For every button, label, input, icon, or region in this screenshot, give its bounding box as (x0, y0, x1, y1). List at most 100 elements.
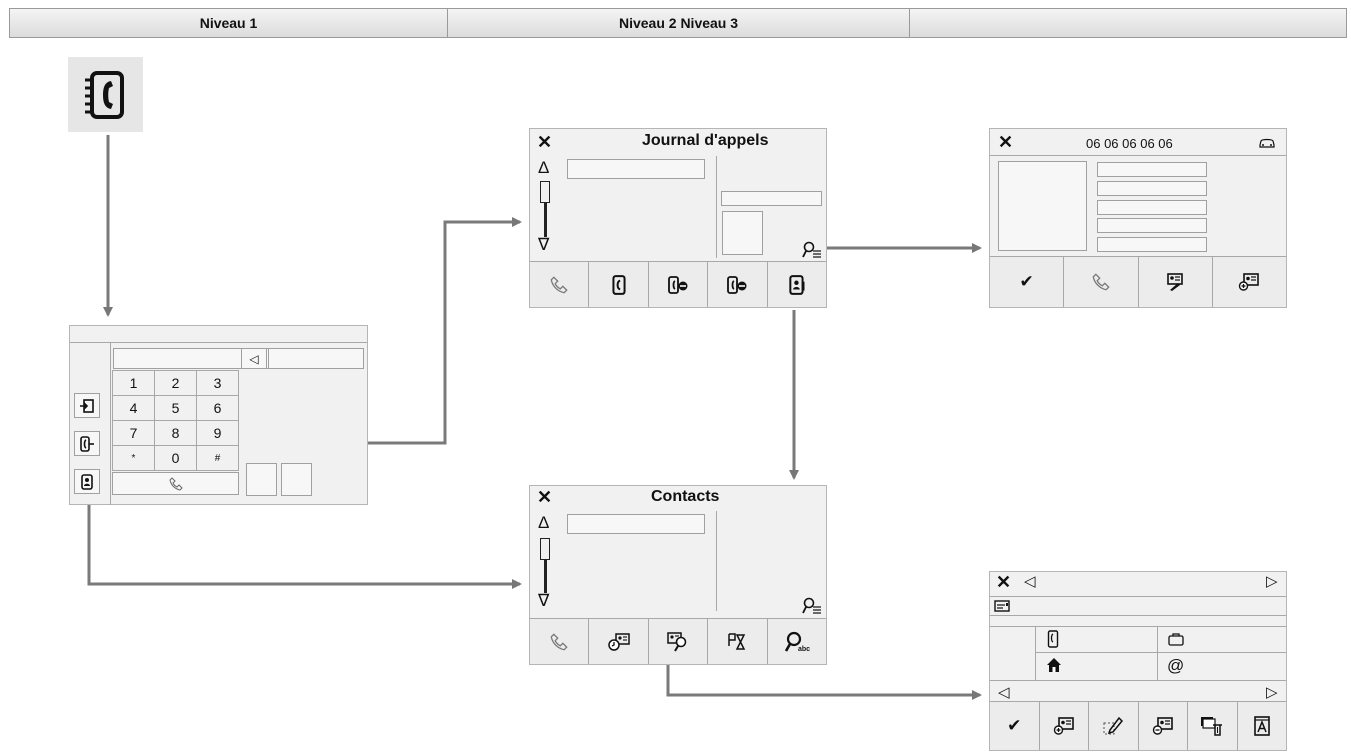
letter-a-button[interactable] (1238, 702, 1287, 750)
add-contact-button[interactable] (1040, 702, 1089, 750)
edit-button[interactable] (1089, 702, 1139, 750)
key-7[interactable]: 7 (112, 420, 155, 446)
contact-entry-field[interactable] (567, 514, 705, 534)
call-log-icon[interactable] (74, 431, 100, 456)
contact-sort-icon (728, 632, 746, 650)
exit-icon[interactable] (74, 393, 100, 418)
call-button[interactable] (112, 472, 239, 495)
add-contact-icon (1152, 717, 1173, 735)
contact-sort-button[interactable] (708, 619, 768, 664)
delete-contact-button[interactable] (1188, 702, 1238, 750)
missed-calls-button[interactable] (649, 262, 709, 307)
entry-field[interactable] (567, 159, 705, 179)
key-9[interactable]: 9 (196, 420, 239, 446)
key-6[interactable]: 6 (196, 395, 239, 421)
scroll-up-button[interactable]: Δ (538, 513, 550, 532)
key-4[interactable]: 4 (112, 395, 155, 421)
car-icon (1259, 138, 1275, 148)
close-button[interactable]: ✕ (996, 572, 1012, 592)
detail-box (722, 211, 763, 255)
contacts-button[interactable] (768, 262, 826, 307)
contacts-book-icon (789, 274, 805, 295)
close-button[interactable]: ✕ (537, 487, 553, 507)
briefcase-icon (1168, 633, 1184, 646)
level-header: Niveau 1 Niveau 2 Niveau 3 (9, 8, 1347, 38)
key-star[interactable]: * (112, 445, 155, 471)
call-button[interactable] (1064, 257, 1139, 307)
close-button[interactable]: ✕ (998, 132, 1014, 152)
add-contact-button-2[interactable] (1139, 702, 1188, 750)
arrow-dialpad-to-contacts (87, 493, 522, 589)
confirm-button[interactable]: ✔ (990, 257, 1065, 307)
edit-contact-button[interactable] (1139, 257, 1213, 307)
check-icon: ✔ (1019, 272, 1034, 291)
contact-history-button[interactable] (589, 619, 649, 664)
confirm-button[interactable]: ✔ (990, 702, 1040, 750)
scroll-up-button[interactable]: Δ (538, 158, 550, 177)
key-2[interactable]: 2 (154, 370, 197, 396)
key-0[interactable]: 0 (154, 445, 197, 471)
key-hash[interactable]: # (196, 445, 239, 471)
check-icon: ✔ (1007, 716, 1022, 735)
next-contact-button[interactable]: ▷ (1266, 573, 1278, 590)
scrollbar-track (544, 203, 547, 237)
scrollbar-track (544, 560, 547, 593)
contact-search-button[interactable] (649, 619, 709, 664)
close-button[interactable]: ✕ (537, 132, 553, 152)
add-contact-icon (1239, 273, 1260, 291)
contact-search-icon (667, 631, 687, 652)
previous-contact-button[interactable]: ◁ (1024, 573, 1036, 590)
svg-text:abc: abc (798, 646, 810, 653)
key-3[interactable]: 3 (196, 370, 239, 396)
rejected-calls-button[interactable] (708, 262, 768, 307)
phonebook-icon (612, 274, 626, 295)
detail-line-5 (1097, 237, 1207, 252)
backspace-button[interactable]: ◁ (241, 348, 267, 369)
contact-history-icon (607, 632, 630, 651)
missed-call-icon (668, 275, 688, 294)
phone-handset-icon (168, 476, 183, 491)
search-list-icon[interactable] (802, 240, 822, 260)
phonebook-icon[interactable] (68, 57, 143, 132)
email-icon: @ (1167, 656, 1185, 675)
scrollbar-thumb[interactable] (540, 538, 550, 560)
next-field-button[interactable]: ▷ (1266, 684, 1278, 701)
add-contact-button[interactable] (1213, 257, 1286, 307)
key-5[interactable]: 5 (154, 395, 197, 421)
phonebook-button[interactable] (589, 262, 649, 307)
call-button[interactable] (530, 262, 590, 307)
call-log-toolbar (530, 261, 826, 307)
contacts-book-icon[interactable] (74, 469, 100, 494)
call-detail-toolbar: ✔ (990, 256, 1286, 307)
previous-field-button[interactable]: ◁ (998, 684, 1010, 701)
search-abc-icon: abc (784, 631, 810, 653)
contact-photo (998, 161, 1087, 251)
edit-pencil-icon (1103, 716, 1124, 735)
call-detail-screen: ✕ 06 06 06 06 06 ✔ (989, 128, 1287, 308)
detail-field (721, 191, 822, 206)
rejected-call-icon (727, 275, 747, 294)
key-1[interactable]: 1 (112, 370, 155, 396)
header-level-2-3: Niveau 2 Niveau 3 (448, 9, 910, 37)
call-log-screen: ✕ Journal d'appels Δ ∇ (529, 128, 827, 308)
key-8[interactable]: 8 (154, 420, 197, 446)
phone-handset-icon (550, 275, 568, 293)
delete-contact-icon (1201, 717, 1223, 736)
add-contact-icon (1053, 717, 1074, 735)
scrollbar-thumb[interactable] (540, 181, 550, 203)
search-list-icon[interactable] (802, 596, 822, 616)
empty-slot-2 (281, 463, 312, 496)
home-icon (1047, 658, 1061, 672)
arrow-contacts-to-card (666, 663, 982, 700)
screen-title: Journal d'appels (642, 132, 769, 149)
scroll-down-button[interactable]: ∇ (538, 591, 550, 610)
secondary-display-field (268, 348, 364, 369)
search-abc-button[interactable]: abc (768, 619, 826, 664)
screen-title: Contacts (651, 488, 720, 505)
scroll-down-button[interactable]: ∇ (538, 235, 550, 254)
call-button[interactable] (530, 619, 590, 664)
letter-a-icon (1253, 716, 1270, 736)
